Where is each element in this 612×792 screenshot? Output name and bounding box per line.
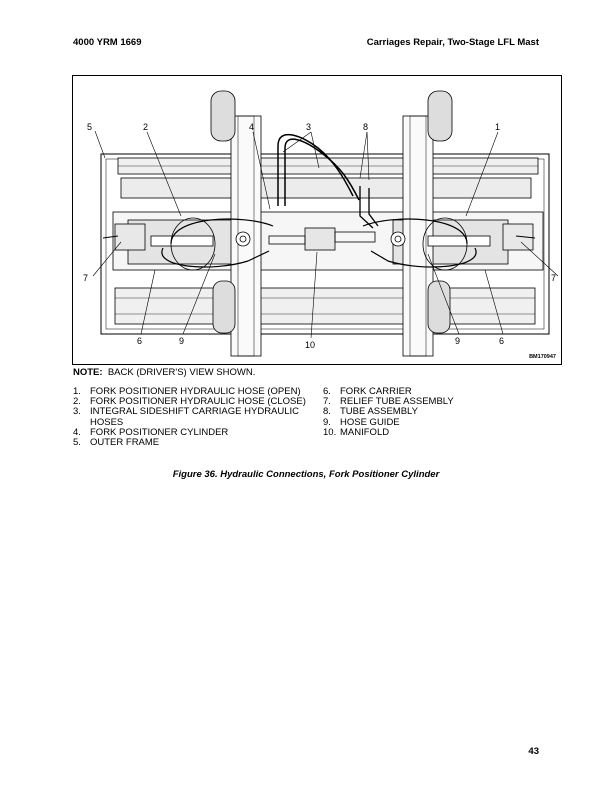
callout-9-right: 9	[455, 336, 460, 346]
note-label: NOTE:	[73, 367, 103, 378]
legend-item: 10.MANIFOLD	[323, 426, 390, 438]
callout-9-left: 9	[179, 336, 184, 346]
callout-7-right: 7	[551, 273, 556, 283]
callout-5: 5	[87, 122, 92, 132]
callout-2: 2	[143, 122, 148, 132]
carriage-drawing: 5 2 4 3 8 1 7 7 6 9 10 9 6	[83, 90, 559, 357]
legend-item: 1.FORK POSITIONER HYDRAULIC HOSE (OPEN)	[73, 386, 301, 397]
header-doc-number: 4000 YRM 1669	[73, 37, 142, 48]
callout-6-right: 6	[499, 336, 504, 346]
callout-10: 10	[305, 340, 315, 350]
callout-1: 1	[495, 122, 500, 132]
callout-7-left: 7	[83, 273, 88, 283]
note-text: BACK (DRIVER'S) VIEW SHOWN.	[107, 367, 256, 378]
callout-6-left: 6	[137, 336, 142, 346]
legend-item: 3.INTEGRAL SIDESHIFT CARRIAGE HYDRAULIC …	[73, 406, 300, 428]
figure-caption: Figure 36. Hydraulic Connections, Fork P…	[172, 469, 440, 480]
callout-4: 4	[249, 122, 254, 132]
legend-item: 6.FORK CARRIER	[323, 386, 412, 397]
legend-left-column: 1.FORK POSITIONER HYDRAULIC HOSE (OPEN) …	[73, 386, 323, 449]
legend-right-column: 6.FORK CARRIER 7.RELIEF TUBE ASSEMBLY 8.…	[323, 386, 543, 438]
legend-item: 7.RELIEF TUBE ASSEMBLY	[323, 396, 454, 408]
callout-3: 3	[306, 122, 311, 132]
note: NOTE: BACK (DRIVER'S) VIEW SHOWN.	[73, 367, 255, 378]
legend-item: 4.FORK POSITIONER CYLINDER	[73, 426, 229, 438]
header-section-title: Carriages Repair, Two-Stage LFL Mast	[366, 37, 539, 48]
callout-8: 8	[363, 122, 368, 132]
legend-item: 9.HOSE GUIDE	[323, 416, 400, 428]
legend-item: 8.TUBE ASSEMBLY	[323, 406, 418, 418]
legend-item: 2.FORK POSITIONER HYDRAULIC HOSE (CLOSE)	[73, 396, 306, 408]
page-number: 43	[528, 746, 539, 757]
figure-code: BM170947	[529, 354, 556, 360]
figure-illustration: 5 2 4 3 8 1 7 7 6 9 10 9 6 BM170947	[72, 75, 562, 365]
legend-item: 5.OUTER FRAME	[73, 437, 160, 449]
